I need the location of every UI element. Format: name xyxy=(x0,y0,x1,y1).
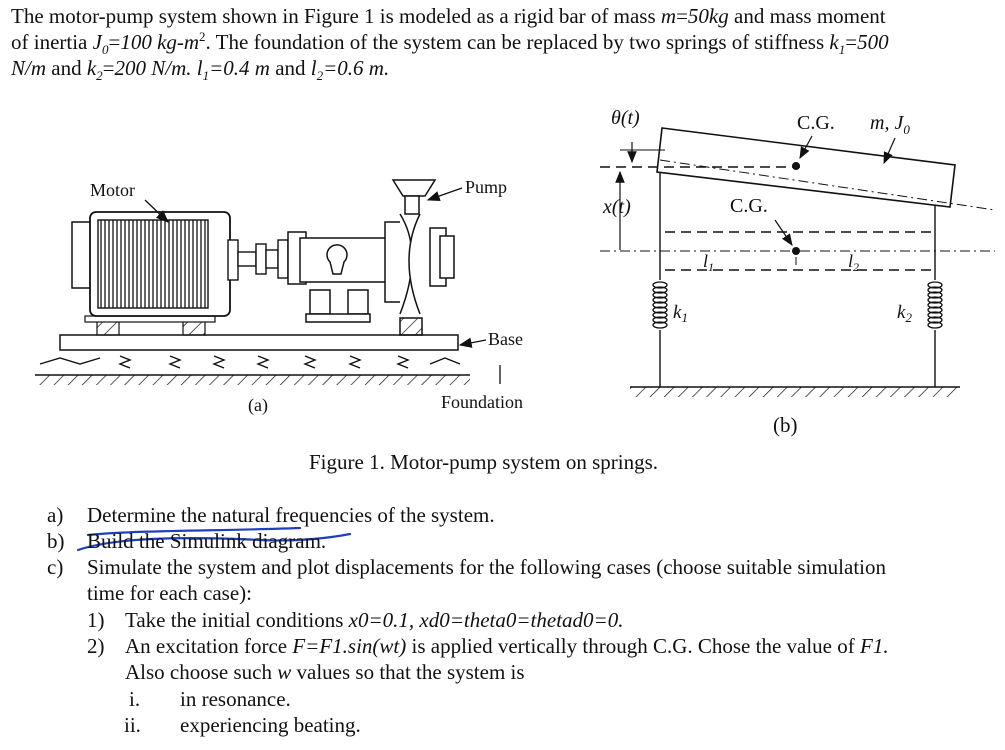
l2-value: =0.6 m. xyxy=(323,56,390,80)
question-ci-text: in resonance. xyxy=(180,687,291,711)
l2-symbol: l xyxy=(310,56,317,80)
problem-text: The motor-pump system shown in Figure 1 … xyxy=(11,4,661,28)
question-marker: 2) xyxy=(87,634,105,658)
pump-label: Pump xyxy=(465,177,507,197)
mass-symbol: m xyxy=(660,4,677,28)
cg-point-equilibrium xyxy=(792,247,800,255)
k2-subscript: 2 xyxy=(96,68,103,84)
foundation-label: Foundation xyxy=(441,392,523,412)
question-c: c) xyxy=(47,554,63,580)
question-c1: 1) xyxy=(87,607,105,633)
question-text: Take the initial conditions xyxy=(125,608,349,632)
l2-label: l2 xyxy=(848,251,859,274)
question-text: An excitation force xyxy=(125,634,293,658)
k2-symbol: k xyxy=(86,56,97,80)
question-c-text-2: time for each case): xyxy=(87,581,252,605)
question-b: b) xyxy=(47,528,65,554)
k1-subscript: 1 xyxy=(838,42,846,58)
question-marker: i. xyxy=(129,687,141,711)
motor xyxy=(71,211,239,317)
motor-foot-left xyxy=(96,320,120,336)
mass-inertia-label: m, J0 xyxy=(870,112,910,137)
k1-value: 500 xyxy=(857,30,889,54)
l2-subscript: 2 xyxy=(316,68,324,84)
force-expression: F=F1.sin(wt) xyxy=(292,634,407,658)
question-cii: ii. xyxy=(124,712,141,738)
cg-point-displaced xyxy=(792,162,800,170)
inertia-symbol: J xyxy=(92,30,102,54)
problem-text: of inertia xyxy=(11,30,93,54)
motor-label: Motor xyxy=(90,180,135,200)
inertia-superscript: 2 xyxy=(199,29,206,44)
rigid-bar-model: θ(t) x(t) C.G. m, J0 C.G. l1 l2 k1 k2 (b… xyxy=(600,107,996,437)
equals-sign: = xyxy=(845,30,858,54)
rigid-bar xyxy=(656,127,956,208)
problem-text: and mass moment xyxy=(728,4,886,28)
k1-symbol: k xyxy=(829,30,839,54)
question-marker: ii. xyxy=(124,713,141,737)
base-label: Base xyxy=(488,329,523,349)
question-marker: b) xyxy=(47,529,65,553)
question-a: a) xyxy=(47,502,63,528)
motor-foot-right xyxy=(182,320,206,336)
question-text: Also choose such xyxy=(125,660,278,684)
cg-top-label: C.G. xyxy=(797,112,835,134)
pump xyxy=(287,179,455,336)
inertia-subscript: 0 xyxy=(101,42,109,58)
cg-equilibrium-label: C.G. xyxy=(730,195,768,217)
unit-text: N/m xyxy=(11,56,47,80)
question-ci: i. xyxy=(129,686,140,712)
base-plate xyxy=(59,334,459,351)
mass-value: 50kg xyxy=(687,4,729,28)
inertia-value: 100 kg-m xyxy=(120,30,200,54)
problem-line-1: The motor-pump system shown in Figure 1 … xyxy=(11,4,886,29)
question-a-text: Determine the natural frequencies of the… xyxy=(87,503,495,527)
question-cii-text: experiencing beating. xyxy=(180,713,361,737)
equals-sign: = xyxy=(108,30,121,54)
question-c1-text: Take the initial conditions x0=0.1, xd0=… xyxy=(125,607,623,633)
question-text: values so that the system is xyxy=(291,660,525,684)
frequency-symbol: w xyxy=(277,660,292,684)
subfigure-b-label: (b) xyxy=(773,413,798,437)
problem-line-3: N/m and k2=200 N/m. l1=0.4 m and l2=0.6 … xyxy=(11,56,390,84)
spring-k1 xyxy=(652,281,668,329)
initial-conditions: x0=0.1, xd0=theta0=thetad0=0. xyxy=(348,608,624,632)
force-amplitude: F1. xyxy=(860,634,889,658)
question-c-text-1: Simulate the system and plot displacemen… xyxy=(87,555,887,579)
subfigure-a-label: (a) xyxy=(248,395,268,416)
problem-line-2: of inertia J0=100 kg-m2. The foundation … xyxy=(11,29,889,58)
theta-label: θ(t) xyxy=(611,107,640,129)
figure-caption: Figure 1. Motor-pump system on springs. xyxy=(309,450,658,474)
question-c2-text: An excitation force F=F1.sin(wt) is appl… xyxy=(125,633,889,659)
k2-label: k2 xyxy=(897,302,912,325)
x-displacement-label: x(t) xyxy=(602,196,631,218)
equals-sign: = xyxy=(102,56,115,80)
question-marker: 1) xyxy=(87,608,105,632)
k1-label: k1 xyxy=(673,302,688,325)
problem-text: and xyxy=(269,56,311,80)
spring-k2 xyxy=(927,281,943,329)
handwritten-strikethrough xyxy=(76,526,352,552)
l1-value: =0.4 m xyxy=(209,56,270,80)
problem-text: and xyxy=(46,56,87,80)
question-c2-text-2: Also choose such w values so that the sy… xyxy=(125,659,525,685)
l1-subscript: 1 xyxy=(202,68,210,84)
question-marker: c) xyxy=(47,555,64,579)
question-b-text: Build the Simulink diagram. xyxy=(87,529,327,553)
question-marker: a) xyxy=(47,503,64,527)
foundation-ground xyxy=(35,374,470,385)
l1-label: l1 xyxy=(703,251,714,274)
foundation-springs xyxy=(39,355,461,369)
equals-sign: = xyxy=(676,4,688,28)
ground xyxy=(630,386,960,397)
k2-value: 200 N/m. l xyxy=(114,56,203,80)
coupling xyxy=(237,239,289,279)
question-text: is applied vertically through C.G. Chose… xyxy=(406,634,861,658)
motor-pump-drawing: Motor Pump Base Foundation (a) xyxy=(35,177,523,416)
question-c2: 2) xyxy=(87,633,105,659)
problem-text: . The foundation of the system can be re… xyxy=(205,30,830,54)
